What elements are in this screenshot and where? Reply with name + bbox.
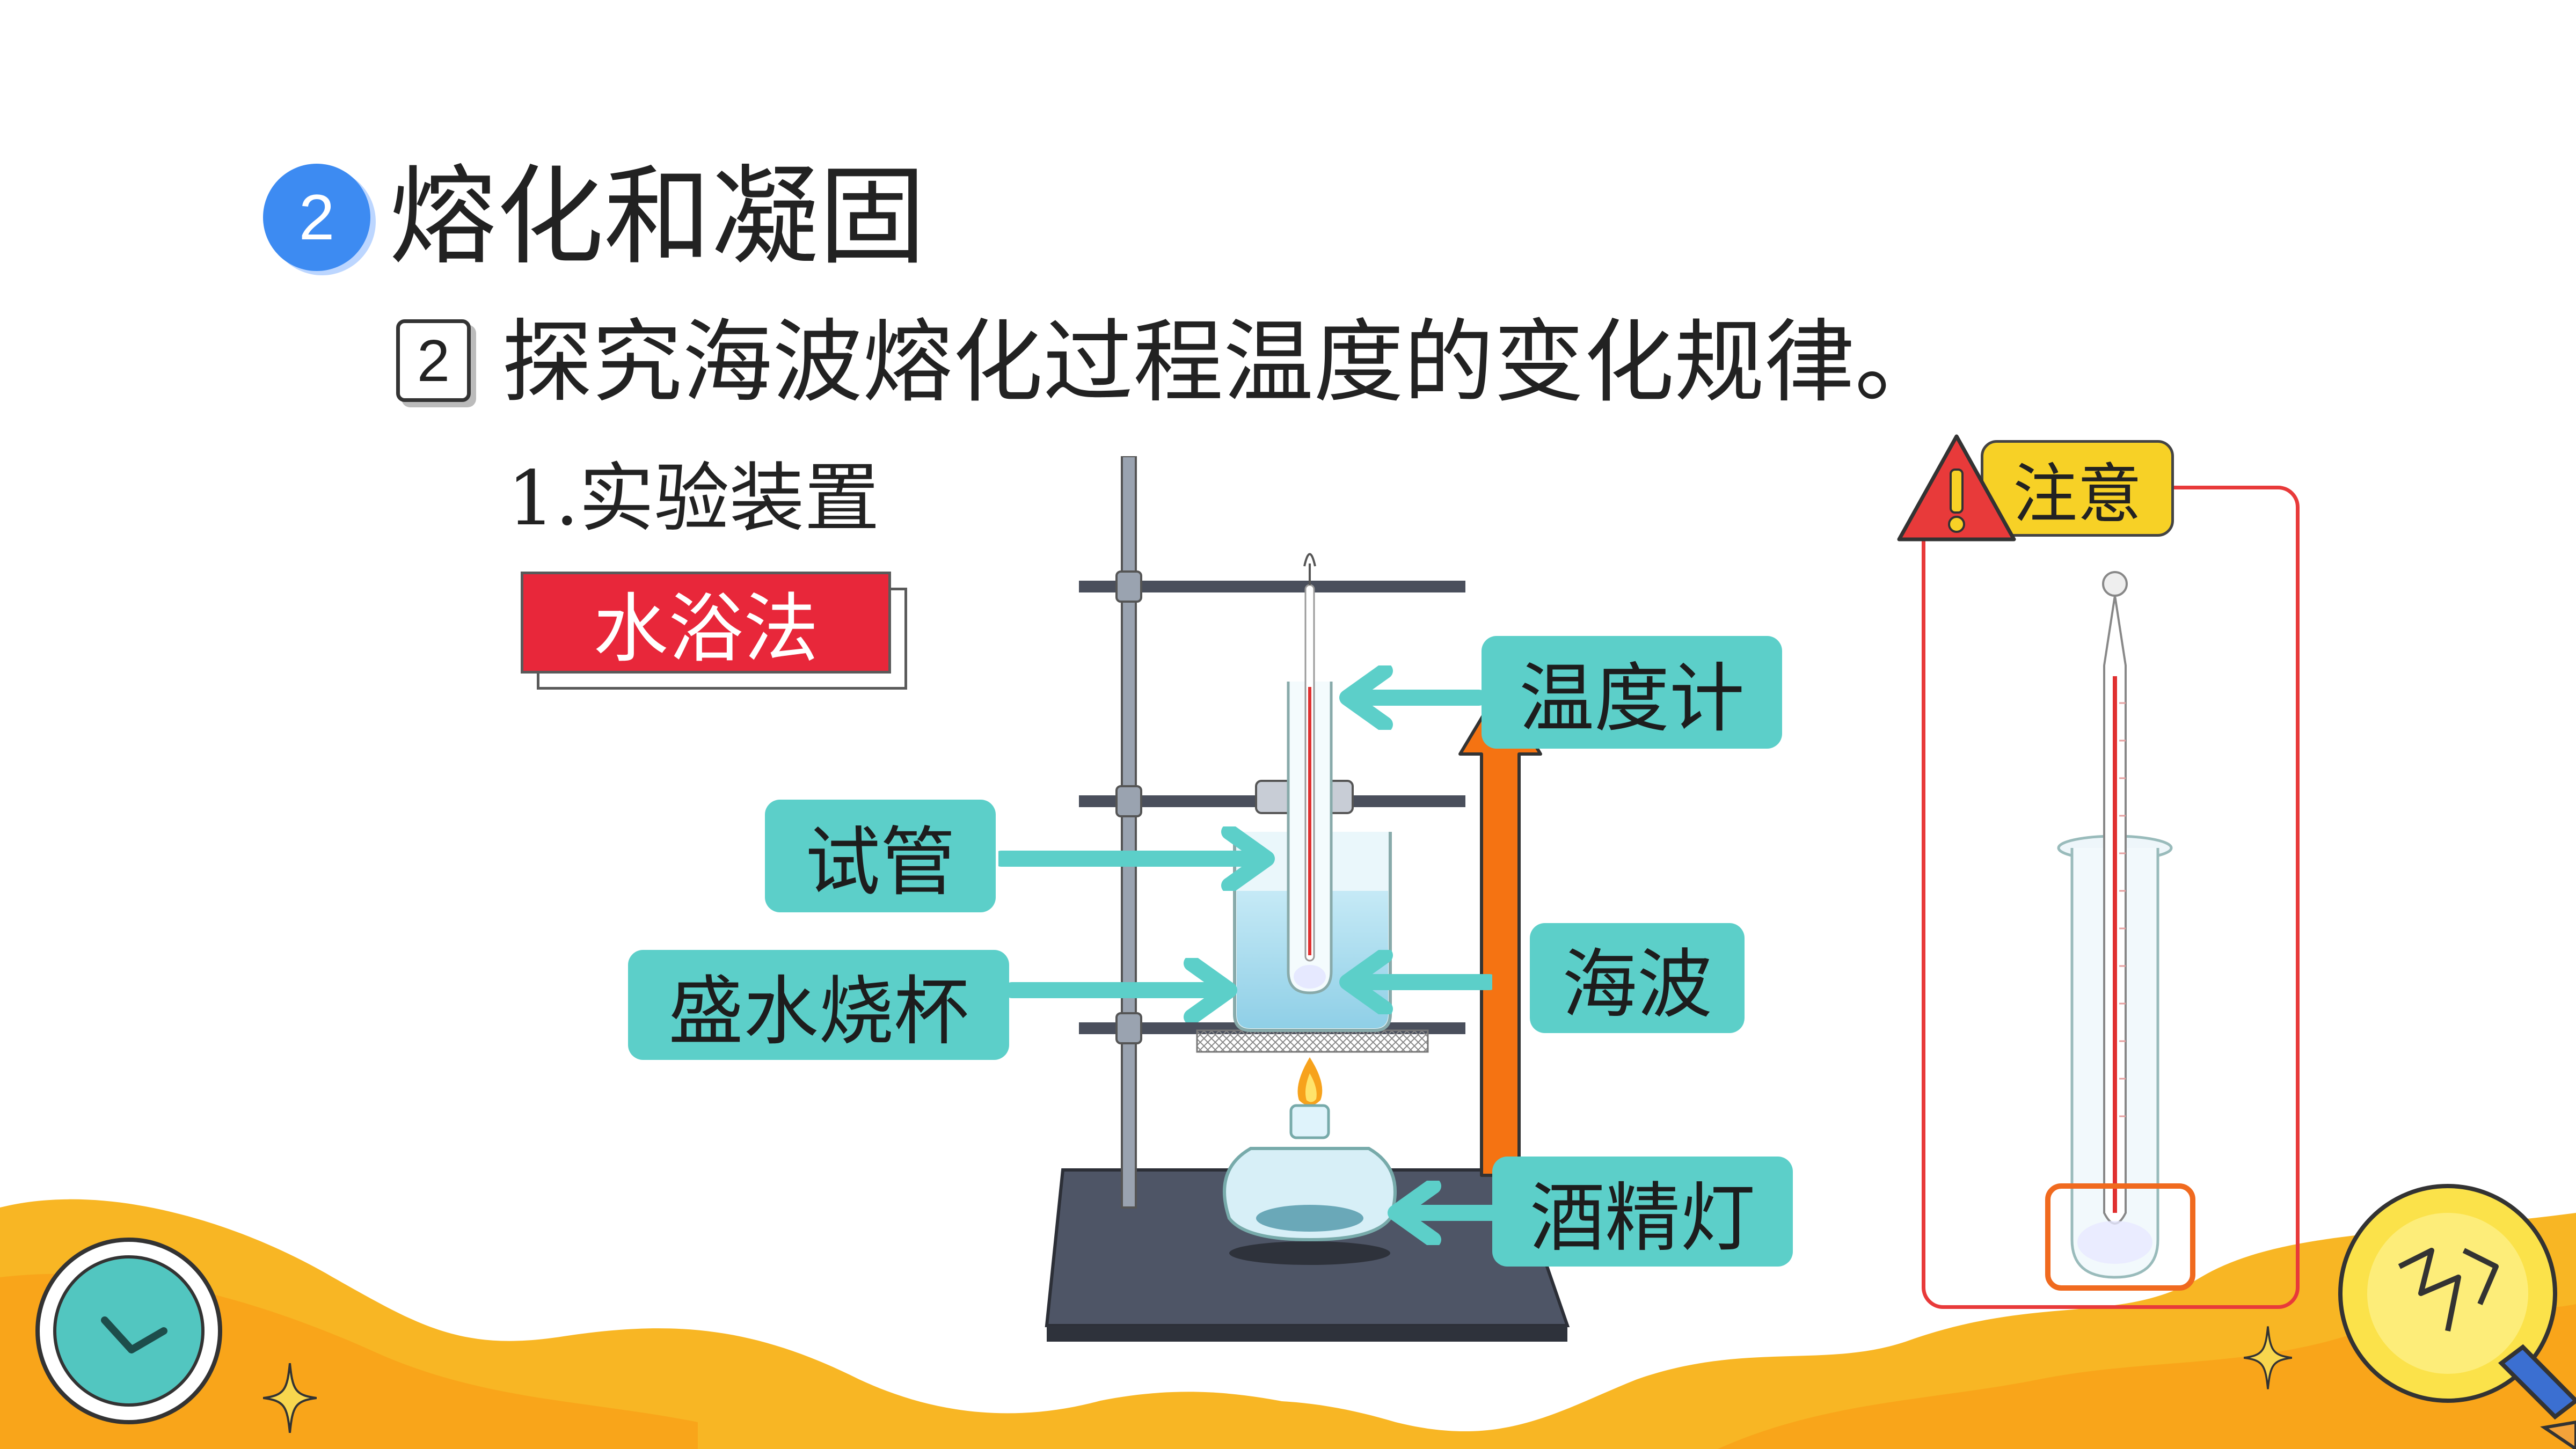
clock-icon: [35, 1238, 222, 1424]
arrow-left-icon: [1339, 950, 1492, 1014]
warning-icon: [1897, 434, 2016, 541]
light-bulb-icon: [2338, 1184, 2576, 1449]
subsection-number-badge: 2: [396, 319, 471, 402]
label-test-tube: 试管: [765, 800, 996, 912]
sparkle-icon: [263, 1363, 317, 1433]
thermometer-in-tube-illustration: [2057, 571, 2173, 1279]
label-hypo: 海波: [1530, 923, 1745, 1033]
up-arrow-icon: [1458, 685, 1542, 1177]
label-thermometer: 温度计: [1482, 636, 1782, 749]
method-badge: 水浴法: [521, 572, 891, 674]
subsection-title: 探究海波熔化过程温度的变化规律。: [502, 310, 1945, 415]
notice-title: 注意: [1981, 440, 2174, 537]
arrow-left-icon: [1339, 665, 1482, 730]
arrow-left-icon: [1388, 1181, 1508, 1245]
apparatus-heading: 1.实验装置: [507, 455, 880, 543]
section-title: 熔化和凝固: [389, 155, 926, 280]
label-beaker: 盛水烧杯: [628, 950, 1009, 1060]
section-number-badge: 2: [263, 164, 370, 271]
arrow-right-icon: [998, 826, 1275, 891]
arrow-right-icon: [1009, 958, 1237, 1022]
sparkle-icon: [2244, 1326, 2292, 1389]
label-alcohol-lamp: 酒精灯: [1492, 1157, 1793, 1267]
bulb-highlight-box: [2045, 1183, 2195, 1291]
